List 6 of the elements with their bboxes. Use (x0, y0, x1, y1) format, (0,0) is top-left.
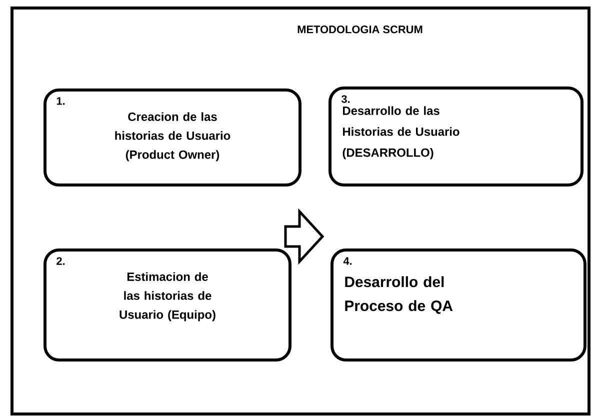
title: METODOLOGIA SCRUM (298, 26, 422, 34)
process-box: 1. Creacion de las historias de Usuario (Product Owner) (44, 88, 302, 186)
process-box: 3. Desarrollo de las Historias de Usuario (DESARROLLO) (328, 86, 584, 186)
process-box: 2. Estimacion de las historias de Usuario (Equipo) (44, 248, 292, 362)
block-arrow (284, 208, 324, 265)
process-box: 4. Desarrollo del Proceso de QA (330, 248, 586, 362)
